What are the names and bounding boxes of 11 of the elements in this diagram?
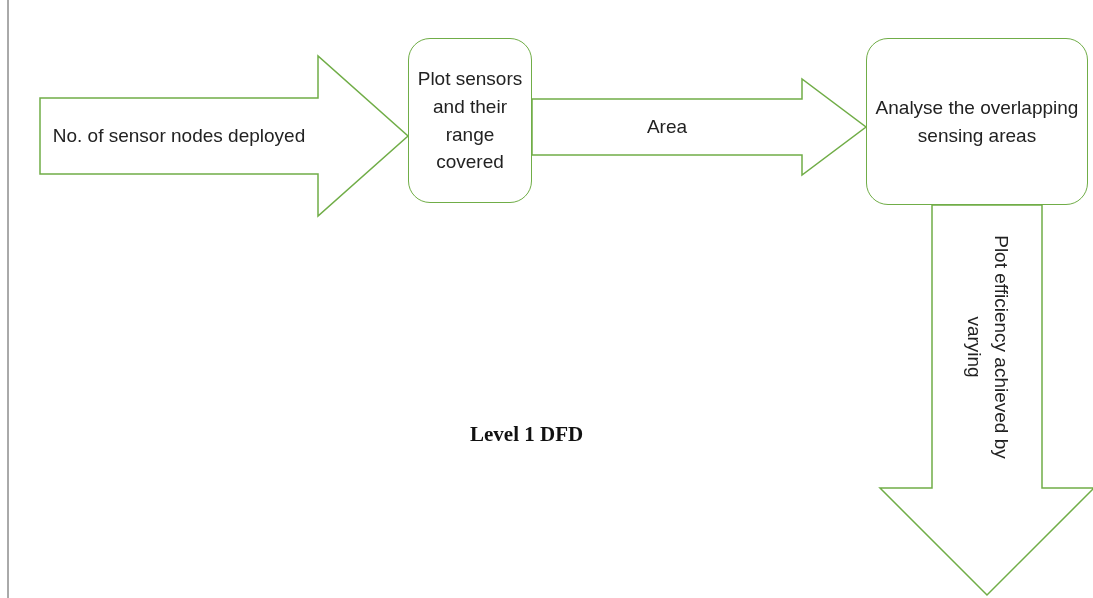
edge-label: Plot efficiency achieved by varying — [963, 233, 1013, 461]
process-text: Analyse the overlapping sensing areas — [874, 95, 1080, 148]
process-box — [866, 38, 1088, 205]
edge-label: Area — [645, 114, 689, 139]
edge-label: No. of sensor nodes deployed — [51, 123, 307, 148]
block-arrow — [39, 54, 410, 218]
diagram-title: Level 1 DFD — [470, 422, 584, 447]
block-arrow — [531, 77, 868, 177]
process-box — [408, 38, 532, 203]
block-arrow — [878, 204, 1093, 597]
process-text: Plot sensors and their range covered — [416, 67, 524, 175]
